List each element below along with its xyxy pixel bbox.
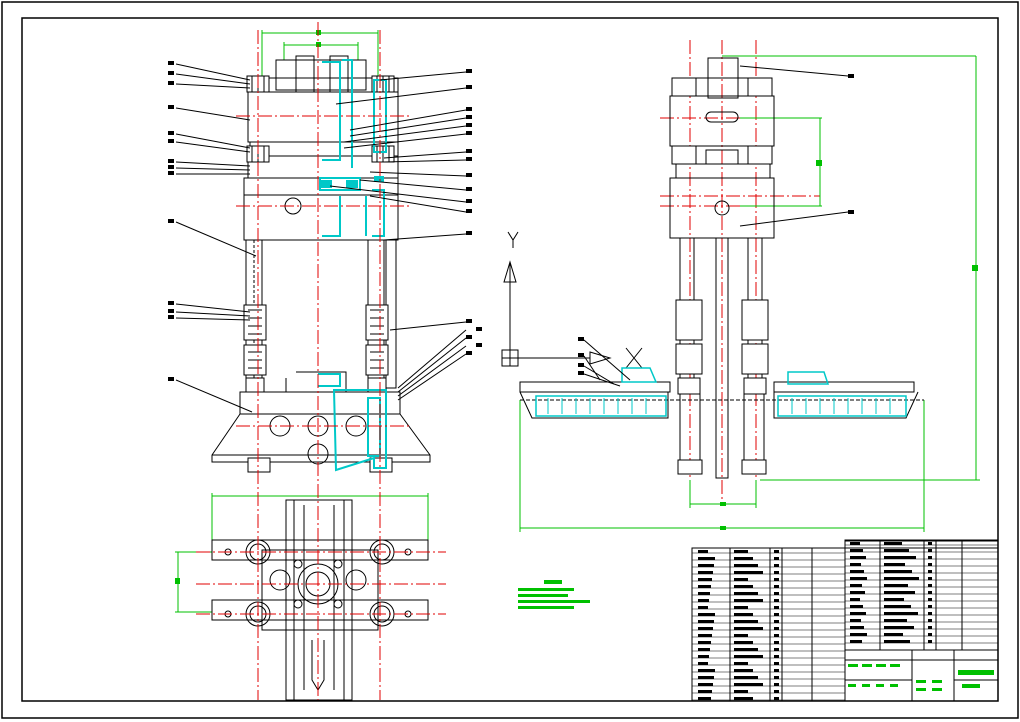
- side-view: [519, 55, 980, 532]
- front-view: [168, 30, 482, 473]
- technical-notes: [518, 580, 590, 609]
- coordinate-axis: [501, 231, 643, 369]
- bom-entries: [698, 542, 932, 700]
- title-block-green: [848, 664, 994, 691]
- inner-border: [21, 17, 999, 702]
- title-block: [691, 539, 999, 702]
- centerlines: [196, 22, 820, 700]
- bom-rows: [692, 544, 998, 701]
